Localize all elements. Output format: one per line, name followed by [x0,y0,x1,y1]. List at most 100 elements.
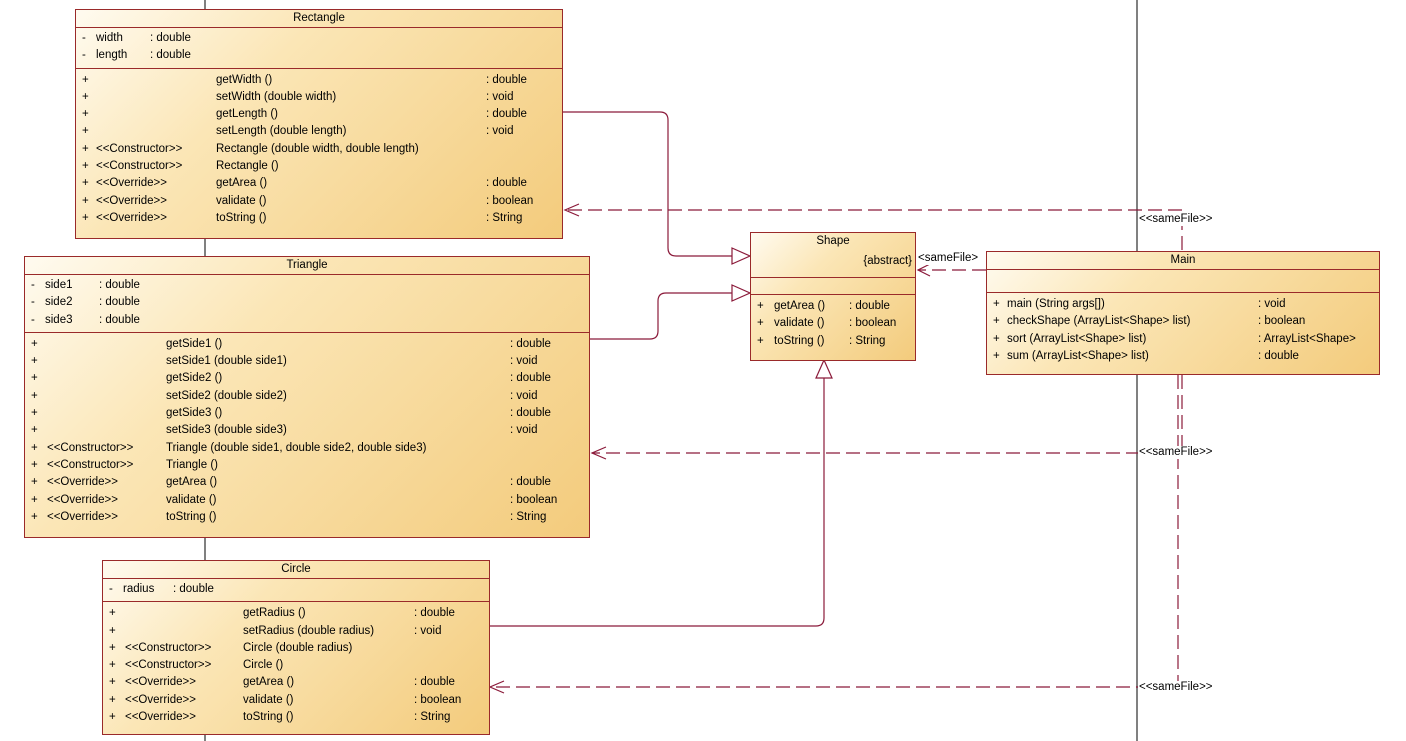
attribute-row[interactable]: -radius: double [103,581,489,598]
operation-row[interactable]: +setSide1 (double side1): void [25,353,589,370]
operation-row[interactable]: +<<Constructor>>Triangle (double side1, … [25,440,589,457]
operation-vis: + [31,441,38,454]
operation-sig: toString () [166,510,217,523]
operation-sig: validate () [166,493,217,506]
operation-stereo: <<Override>> [47,476,118,489]
operation-row[interactable]: +setSide2 (double side2): void [25,388,589,405]
dependency-arrowhead-shape [916,263,931,277]
attribute-name: radius [123,583,155,595]
dependency-arrowhead-rectangle [563,203,580,217]
operation-sig: toString () [216,211,267,224]
operation-sig: sort (ArrayList<Shape> list) [1007,332,1147,345]
operation-vis: + [82,108,89,121]
operation-row[interactable]: + getSide1 () : double [25,336,589,353]
operation-row[interactable]: +<<Override>>validate (): boolean [103,692,489,709]
operation-row[interactable]: +sort (ArrayList<Shape> list): ArrayList… [987,331,1379,348]
attribute-vis: - [82,32,86,44]
operation-row[interactable]: +setWidth (double width): void [76,89,562,106]
operation-vis: + [82,177,89,190]
operation-sig: sum (ArrayList<Shape> list) [1007,349,1149,362]
class-shape[interactable]: Shape {abstract} +getArea (): double+val… [750,232,916,361]
operation-vis: + [82,73,89,86]
attribute-name: width [96,32,123,44]
operation-row[interactable]: +<<Override>>validate (): boolean [76,193,562,210]
operation-vis: + [31,337,38,350]
operation-ret: : boolean [414,693,462,706]
operation-row[interactable]: +validate (): boolean [751,315,915,332]
operation-row[interactable]: +<<Override>>getArea (): double [25,474,589,491]
same-file-label-shape: <sameFile> [917,252,980,265]
generalization-arrowhead-rectangle [731,247,752,265]
class-name-rectangle: Rectangle [293,12,345,24]
operation-ret: : boolean [510,493,558,506]
operation-ret: : double [510,476,551,489]
operation-vis: + [993,315,1000,328]
operation-row[interactable]: +setRadius (double radius): void [103,623,489,640]
generalization-circle-shape [490,378,825,627]
attribute-row[interactable]: -side1: double [25,277,589,294]
operation-ret: : double [510,337,551,350]
operation-row[interactable]: +<<Constructor>>Circle () [103,657,489,674]
operation-vis: + [109,641,116,654]
attributes-rectangle: -width: double-length: double [76,28,562,69]
class-main[interactable]: Main +main (String args[]): void+checkSh… [986,251,1380,375]
attribute-vis: - [109,583,113,595]
operation-ret: : String [510,510,547,523]
operation-row[interactable]: +toString (): String [751,333,915,350]
class-triangle[interactable]: Triangle -side1: double-side2: double-si… [24,256,590,538]
attribute-row[interactable]: -side3: double [25,312,589,329]
operation-ret: : double [486,177,527,190]
operation-row[interactable]: +getWidth (): double [76,72,562,89]
generalization-arrowhead-circle [815,358,833,379]
operation-vis: + [757,300,764,312]
operation-stereo: <<Constructor>> [125,659,212,672]
operation-vis: + [993,332,1000,345]
operation-vis: + [31,424,38,437]
operation-row[interactable]: +<<Constructor>>Triangle () [25,457,589,474]
attribute-type: : double [99,313,140,326]
attribute-row[interactable]: -side2: double [25,294,589,311]
operation-row[interactable]: +setLength (double length): void [76,123,562,140]
operation-ret: : double [1258,349,1299,362]
operation-row[interactable]: + sum (ArrayList<Shape> list) : double [987,348,1379,365]
generalization-rectangle-shape [563,111,732,257]
attribute-type: : double [150,49,191,62]
attribute-name: side2 [45,296,73,309]
attribute-row[interactable]: -length: double [76,47,562,64]
operation-row[interactable]: +<<Constructor>>Circle (double radius) [103,640,489,657]
operation-vis: + [993,349,1000,362]
same-file-label-rectangle: <<sameFile>> [1138,213,1214,226]
operation-ret: : void [486,125,514,138]
operation-row[interactable]: +<<Override>>getArea (): double [76,175,562,192]
operation-vis: + [82,194,89,207]
operation-row[interactable]: + getLength () : double [76,106,562,123]
operation-sig: getSide1 () [166,337,223,350]
operation-row[interactable]: +<<Constructor>>Rectangle (double width,… [76,141,562,158]
operation-ret: : boolean [849,317,897,330]
operations-rectangle: +getWidth (): double+setWidth (double wi… [76,69,562,231]
operation-row[interactable]: +<<Constructor>>Rectangle () [76,158,562,175]
operation-ret: : double [486,108,527,121]
operation-row[interactable]: +<<Override>>toString (): String [76,210,562,227]
operation-sig: Rectangle (double width, double length) [216,142,419,155]
operation-row[interactable]: +getArea (): double [751,298,915,315]
operation-vis: + [31,355,38,368]
operation-row[interactable]: +<<Override>>validate (): boolean [25,492,589,509]
class-circle[interactable]: Circle -radius: double +getRadius (): do… [102,560,490,735]
operation-row[interactable]: +<<Override>>toString (): String [25,509,589,526]
attribute-row[interactable]: -width: double [76,30,562,47]
operation-row[interactable]: +getRadius (): double [103,605,489,622]
operation-vis: + [31,407,38,420]
operation-sig: Rectangle () [216,160,279,173]
operation-row[interactable]: +<<Override>>toString (): String [103,709,489,726]
class-rectangle[interactable]: Rectangle -width: double-length: double … [75,9,563,239]
operation-stereo: <<Override>> [125,711,196,724]
operations-main: +main (String args[]): void+checkShape (… [987,293,1379,368]
operation-row[interactable]: +checkShape (ArrayList<Shape> list): boo… [987,313,1379,330]
operation-row[interactable]: +setSide3 (double side3): void [25,422,589,439]
operation-sig: getLength () [216,108,279,121]
operation-row[interactable]: +<<Override>>getArea (): double [103,674,489,691]
operation-row[interactable]: +getSide3 (): double [25,405,589,422]
operation-row[interactable]: +main (String args[]): void [987,296,1379,313]
operation-row[interactable]: +getSide2 (): double [25,370,589,387]
